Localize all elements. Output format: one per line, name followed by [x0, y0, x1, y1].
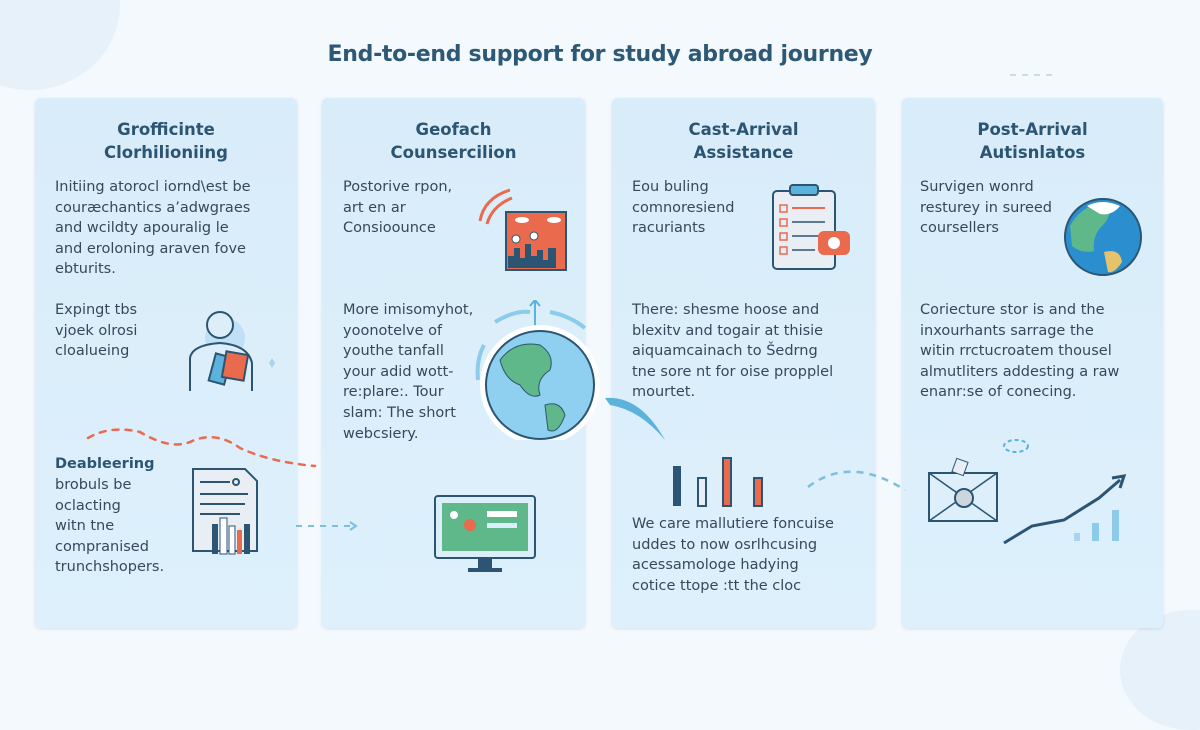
- city-image-icon: [478, 188, 567, 271]
- bar-chart-icon: [673, 457, 763, 507]
- growth-chart-icon: [928, 439, 1127, 545]
- card-text: Postorive rpon, art en ar Consioounce: [343, 179, 453, 237]
- student-icon: [189, 311, 275, 391]
- card-text: There: shesme hoose and blexitv and toga…: [632, 302, 834, 401]
- page-title: End-to-end support for study abroad jour…: [327, 42, 873, 67]
- card-text: Initiing atorocl iornd\est be couræchant…: [55, 179, 251, 278]
- card-text: brobuls be oclacting witn tne compranise…: [55, 477, 165, 576]
- card-text: More imisomyhot, yoonotelve of youthe ta…: [343, 302, 474, 442]
- card-text: Survigen wonrd resturey in sureed course…: [920, 179, 1053, 237]
- checklist-icon: [772, 184, 850, 270]
- card-text: Eou buling comnoresiend racuriants: [632, 179, 735, 237]
- world-globe-icon: [1064, 198, 1142, 276]
- monitor-icon: [434, 495, 536, 572]
- card-text: Expingt tbs vjoek olrosi cloalueing: [55, 302, 138, 360]
- card-text: Coriecture stor is and the inxourhants s…: [920, 302, 1120, 401]
- globe-icon: [475, 300, 600, 440]
- background-blob: [1120, 610, 1200, 730]
- card-text: Deableering: [55, 456, 155, 472]
- card-text: We care mallutiere foncuise uddes to now…: [632, 516, 834, 594]
- document-icon: [192, 468, 258, 555]
